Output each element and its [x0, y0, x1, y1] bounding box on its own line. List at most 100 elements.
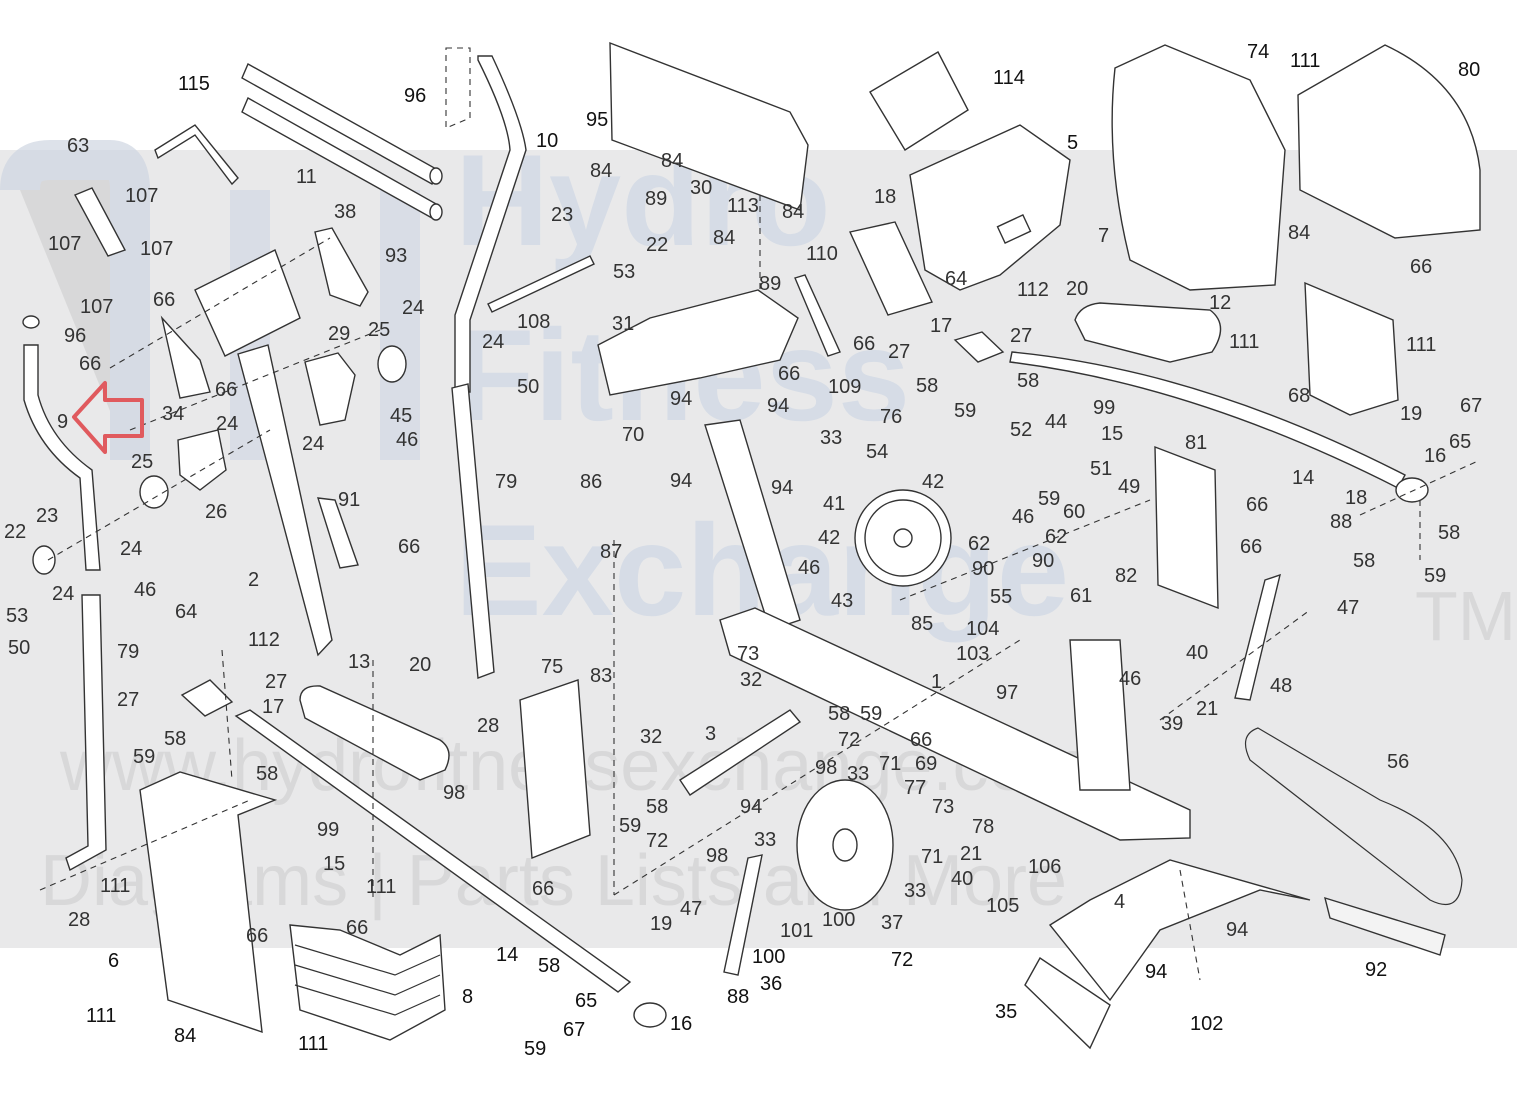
- part-plate-110: [849, 221, 933, 316]
- part-cover-plate: [194, 249, 301, 357]
- part-label-52: 52: [1010, 419, 1032, 441]
- part-shroud-7: [1111, 44, 1286, 291]
- part-label-86: 86: [580, 471, 602, 493]
- part-label-40: 40: [1186, 642, 1208, 664]
- part-label-28: 28: [68, 909, 90, 931]
- part-pulley-37: [796, 779, 894, 911]
- part-label-111: 111: [366, 876, 396, 898]
- part-label-62: 62: [1045, 526, 1067, 548]
- part-label-58: 58: [538, 955, 560, 977]
- part-label-61: 61: [1070, 585, 1092, 607]
- part-label-115: 115: [178, 73, 210, 95]
- part-handlebar-tubes: [241, 63, 443, 221]
- part-roller-25b: [139, 475, 169, 509]
- part-label-98: 98: [815, 757, 837, 779]
- part-label-43: 43: [831, 590, 853, 612]
- part-label-3: 3: [705, 723, 716, 745]
- part-label-51: 51: [1090, 458, 1112, 480]
- part-label-101: 101: [780, 920, 813, 942]
- part-label-102: 102: [1190, 1013, 1223, 1035]
- part-label-34: 34: [162, 403, 184, 425]
- part-label-30: 30: [690, 177, 712, 199]
- part-label-83: 83: [590, 665, 612, 687]
- part-label-67: 67: [1460, 395, 1482, 417]
- part-pedal-right: [1074, 302, 1222, 363]
- part-label-68: 68: [1288, 385, 1310, 407]
- part-label-46: 46: [798, 557, 820, 579]
- part-label-66: 66: [215, 379, 237, 401]
- part-link-arm-48: [1234, 573, 1281, 701]
- part-cap-96: [22, 315, 40, 329]
- part-label-32: 32: [640, 726, 662, 748]
- part-label-48: 48: [1270, 675, 1292, 697]
- part-label-66: 66: [532, 878, 554, 900]
- part-label-27: 27: [888, 341, 910, 363]
- part-lower-arm-79: [65, 594, 107, 872]
- part-label-76: 76: [880, 406, 902, 428]
- part-label-46: 46: [134, 579, 156, 601]
- part-upright-10: [454, 55, 527, 393]
- part-console-5: [909, 124, 1071, 291]
- part-label-25: 25: [368, 319, 390, 341]
- part-label-42: 42: [922, 471, 944, 493]
- part-bracket-91: [317, 497, 359, 569]
- highlight-arrow-icon: [72, 381, 144, 454]
- watermark-trademark: TM: [1415, 577, 1516, 655]
- part-label-88: 88: [727, 986, 749, 1008]
- part-label-20: 20: [409, 654, 431, 676]
- part-label-69: 69: [915, 753, 937, 775]
- part-label-55: 55: [990, 586, 1012, 608]
- part-label-112: 112: [248, 629, 280, 651]
- part-pedal-arm-left: [234, 709, 632, 993]
- part-label-65: 65: [1449, 431, 1471, 453]
- part-label-7: 7: [1098, 225, 1109, 247]
- part-shield-34: [160, 315, 211, 399]
- part-label-107: 107: [140, 238, 173, 260]
- part-label-111: 111: [1406, 334, 1436, 356]
- part-label-97: 97: [996, 682, 1018, 704]
- part-label-24: 24: [402, 297, 424, 319]
- part-label-90: 90: [1032, 550, 1054, 572]
- part-label-24: 24: [482, 331, 504, 353]
- part-label-111: 111: [86, 1005, 116, 1027]
- part-label-13: 13: [348, 651, 370, 673]
- part-label-64: 64: [945, 268, 967, 290]
- part-label-58: 58: [1353, 550, 1375, 572]
- part-label-10: 10: [536, 130, 558, 152]
- part-label-66: 66: [910, 729, 932, 751]
- part-label-60: 60: [1063, 501, 1085, 523]
- part-label-25: 25: [131, 451, 153, 473]
- part-trim-92: [1324, 896, 1446, 956]
- part-pivot-16-right: [1395, 477, 1429, 503]
- part-label-41: 41: [823, 493, 845, 515]
- part-label-45: 45: [390, 405, 412, 427]
- part-label-59: 59: [860, 703, 882, 725]
- part-label-79: 79: [117, 641, 139, 663]
- part-label-38: 38: [334, 201, 356, 223]
- part-main-frame-1: [719, 607, 1191, 841]
- part-label-107: 107: [125, 185, 158, 207]
- part-label-39: 39: [1161, 713, 1183, 735]
- part-lower-arm-79-right: [451, 383, 495, 679]
- part-label-94: 94: [767, 395, 789, 417]
- part-label-84: 84: [661, 150, 683, 172]
- part-label-24: 24: [120, 538, 142, 560]
- part-label-53: 53: [613, 261, 635, 283]
- part-label-84: 84: [174, 1025, 196, 1047]
- part-label-27: 27: [265, 671, 287, 693]
- part-label-99: 99: [317, 819, 339, 841]
- part-label-73: 73: [932, 796, 954, 818]
- part-label-6: 6: [108, 950, 119, 972]
- part-label-59: 59: [619, 815, 641, 837]
- part-label-21: 21: [960, 843, 982, 865]
- part-label-19: 19: [1400, 403, 1422, 425]
- part-shroud-6: [139, 771, 278, 1034]
- part-label-98: 98: [706, 845, 728, 867]
- part-label-49: 49: [1118, 476, 1140, 498]
- part-label-100: 100: [752, 946, 785, 968]
- part-label-71: 71: [879, 753, 901, 775]
- part-label-89: 89: [759, 273, 781, 295]
- part-label-92: 92: [1365, 959, 1387, 981]
